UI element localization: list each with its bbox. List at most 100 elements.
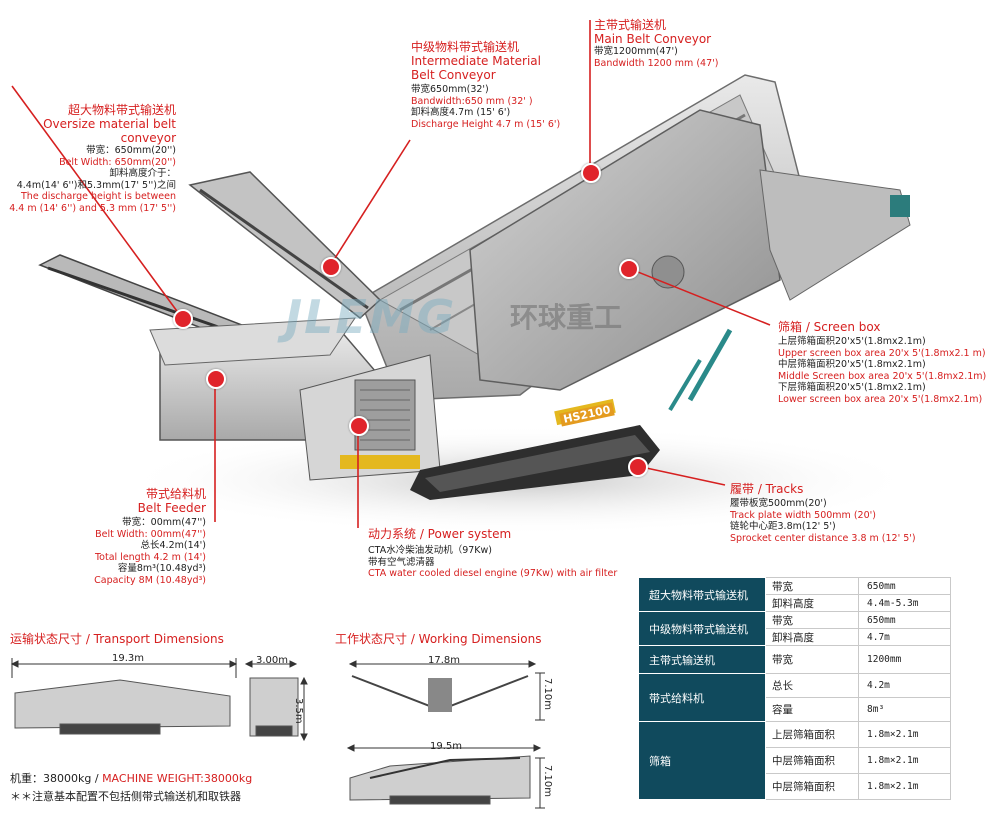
table-label: 上层筛箱面积 — [765, 721, 859, 748]
machine-weight-en: MACHINE WEIGHT:38000kg — [102, 772, 253, 785]
main-belt-spec-en: Bandwidth 1200 mm (47') — [594, 57, 719, 69]
oversize-title-cn: 超大物料带式输送机 — [67, 103, 176, 117]
working-height-1: 7.10m — [542, 678, 553, 711]
table-label: 总长 — [765, 673, 859, 698]
table-value: 650mm — [858, 577, 951, 595]
working-height-2: 7.10m — [542, 765, 553, 798]
table-value: 4.4m-5.3m — [858, 594, 951, 612]
oversize-spec-6: 4.4 m (14' 6'') and 5.3 mm (17' 5'') — [9, 202, 176, 214]
power-spec-2: 带有空气滤清器 — [368, 556, 435, 568]
feeder-spec-3: 总长4.2m(14') — [140, 540, 206, 551]
table-label: 带宽 — [765, 611, 859, 629]
table-label: 中层筛箱面积 — [765, 747, 859, 774]
machine-weight: 机重：38000kg / MACHINE WEIGHT:38000kg — [10, 770, 252, 786]
intermediate-belt-callout: 中级物料带式输送机 Intermediate Material Belt Con… — [411, 40, 560, 130]
screen-box-title: 筛箱 / Screen box — [778, 320, 881, 334]
marker-main-belt — [581, 163, 601, 183]
table-label: 卸料高度 — [765, 594, 859, 612]
callout-lines — [11, 20, 771, 528]
feeder-spec-1: 带宽：00mm(47'') — [122, 517, 206, 528]
oversize-title-en: Oversize material belt conveyor — [43, 117, 176, 145]
intermediate-spec-3: 卸料高度4.7m (15' 6') — [411, 107, 511, 118]
intermediate-spec-1: 带宽650mm(32') — [411, 84, 489, 95]
intermediate-spec-2: Bandwidth:650 mm (32' ) — [411, 95, 533, 107]
machine-weight-cn: 机重：38000kg / — [10, 772, 99, 785]
main-belt-title-cn: 主带式输送机 — [594, 18, 667, 32]
tracks-spec-3: 链轮中心距3.8m(12' 5') — [730, 521, 836, 532]
table-cat: 筛箱 — [638, 721, 766, 800]
marker-tracks — [628, 457, 648, 477]
table-value: 8m³ — [858, 697, 951, 722]
tracks-spec-4: Sprocket center distance 3.8 m (12' 5') — [730, 532, 916, 544]
feeder-spec-2: Belt Width: 00mm(47'') — [95, 528, 206, 540]
table-value: 1.8m×2.1m — [858, 747, 951, 774]
power-spec-1: CTA水冷柴油发动机（97Kw) — [368, 545, 492, 556]
oversize-belt-callout: 超大物料带式输送机 Oversize material belt conveyo… — [0, 103, 176, 214]
table-value: 1.8m×2.1m — [858, 773, 951, 800]
screen-box-callout: 筛箱 / Screen box 上层筛箱面积20'x5'(1.8mx2.1m) … — [778, 320, 986, 405]
table-label: 带宽 — [765, 577, 859, 595]
tracks-spec-1: 履带板宽500mm(20') — [730, 498, 827, 509]
table-row: 容量 8m³ — [639, 697, 951, 722]
feeder-callout: 带式给料机 Belt Feeder 带宽：00mm(47'') Belt Wid… — [26, 487, 206, 586]
feeder-spec-4: Total length 4.2 m (14') — [94, 551, 206, 563]
table-value: 4.7m — [858, 628, 951, 646]
oversize-spec-3: 卸料高度介于： — [109, 168, 176, 179]
table-value: 4.2m — [858, 673, 951, 698]
machine-illustration — [38, 74, 920, 535]
table-cat: 主带式输送机 — [638, 645, 766, 674]
oversize-spec-5: The discharge height is between — [21, 191, 176, 202]
transport-diagram — [10, 658, 308, 742]
oversize-spec-2: Belt Width: 650mm(20'') — [59, 156, 176, 168]
table-label: 中层筛箱面积 — [765, 773, 859, 800]
screen-box-spec-1: 上层筛箱面积20'x5'(1.8mx2.1m) — [778, 336, 926, 347]
intermediate-title-en1: Intermediate Material — [411, 54, 541, 68]
tracks-title: 履带 / Tracks — [730, 482, 804, 496]
table-row: 卸料高度 4.7m — [639, 628, 951, 646]
feeder-spec-5: 容量8m³(10.48yd³) — [117, 563, 206, 574]
marker-oversize-belt — [173, 309, 193, 329]
transport-title: 运输状态尺寸 / Transport Dimensions — [10, 632, 224, 646]
transport-length: 19.3m — [112, 653, 145, 664]
table-row: 卸料高度 4.4m-5.3m — [639, 594, 951, 612]
feeder-title-en: Belt Feeder — [137, 501, 206, 515]
marker-power — [349, 416, 369, 436]
screen-box-spec-2: Upper screen box area 20'x 5'(1.8mx2.1 m… — [778, 347, 986, 359]
table-row: 带式给料机 总长 4.2m — [638, 673, 951, 722]
table-row: 主带式输送机 带宽 1200mm — [638, 645, 951, 674]
transport-width: 3.00m — [256, 655, 289, 666]
transport-height: 3.5m — [293, 698, 304, 724]
feeder-title-cn: 带式给料机 — [145, 487, 206, 501]
config-note: ＊＊注意基本配置不包括侧带式输送机和取铁器 — [10, 790, 241, 803]
table-value: 1200mm — [858, 645, 951, 674]
marker-intermediate-belt — [321, 257, 341, 277]
watermark-logo: JLEMG — [285, 290, 457, 344]
main-belt-spec-cn: 带宽1200mm(47') — [594, 46, 678, 57]
table-cat: 超大物料带式输送机 — [638, 577, 766, 612]
screen-box-spec-3: 中层筛箱面积20'x5'(1.8mx2.1m) — [778, 359, 926, 370]
table-row: 超大物料带式输送机 带宽 650mm — [638, 577, 951, 612]
main-belt-callout: 主带式输送机 Main Belt Conveyor 带宽1200mm(47') … — [594, 18, 718, 69]
table-label: 卸料高度 — [765, 628, 859, 646]
power-title: 动力系统 / Power system — [368, 527, 512, 541]
screen-box-spec-4: Middle Screen box area 20'x 5'(1.8mx2.1m… — [778, 370, 987, 382]
working-length-1: 17.8m — [428, 655, 461, 666]
table-value: 650mm — [858, 611, 951, 629]
table-row: 筛箱 上层筛箱面积 1.8m×2.1m — [638, 721, 951, 800]
marker-feeder — [206, 369, 226, 389]
feeder-spec-6: Capacity 8M (10.48yd³) — [94, 574, 206, 586]
spec-table: 超大物料带式输送机 带宽 650mm 卸料高度 4.4m-5.3m 中级物料带式… — [638, 577, 951, 800]
working-diagram — [346, 660, 545, 809]
intermediate-title-en2: Belt Conveyor — [411, 68, 496, 82]
table-cat: 带式给料机 — [638, 673, 766, 722]
table-row: 中层筛箱面积 1.8m×2.1m — [639, 773, 951, 800]
intermediate-title-cn: 中级物料带式输送机 — [411, 40, 520, 54]
power-callout: 动力系统 / Power system CTA水冷柴油发动机（97Kw) 带有空… — [368, 527, 617, 580]
tracks-callout: 履带 / Tracks 履带板宽500mm(20') Track plate w… — [730, 482, 916, 544]
screen-box-spec-6: Lower screen box area 20'x 5'(1.8mx2.1m) — [778, 393, 983, 405]
oversize-spec-4: 4.4m(14' 6'')和5.3mm(17' 5'')之间 — [16, 179, 176, 191]
screen-box-spec-5: 下层筛箱面积20'x5'(1.8mx2.1m) — [778, 382, 926, 393]
table-row: 中级物料带式输送机 带宽 650mm — [638, 611, 951, 646]
working-length-2: 19.5m — [430, 741, 463, 752]
table-label: 带宽 — [765, 645, 859, 674]
